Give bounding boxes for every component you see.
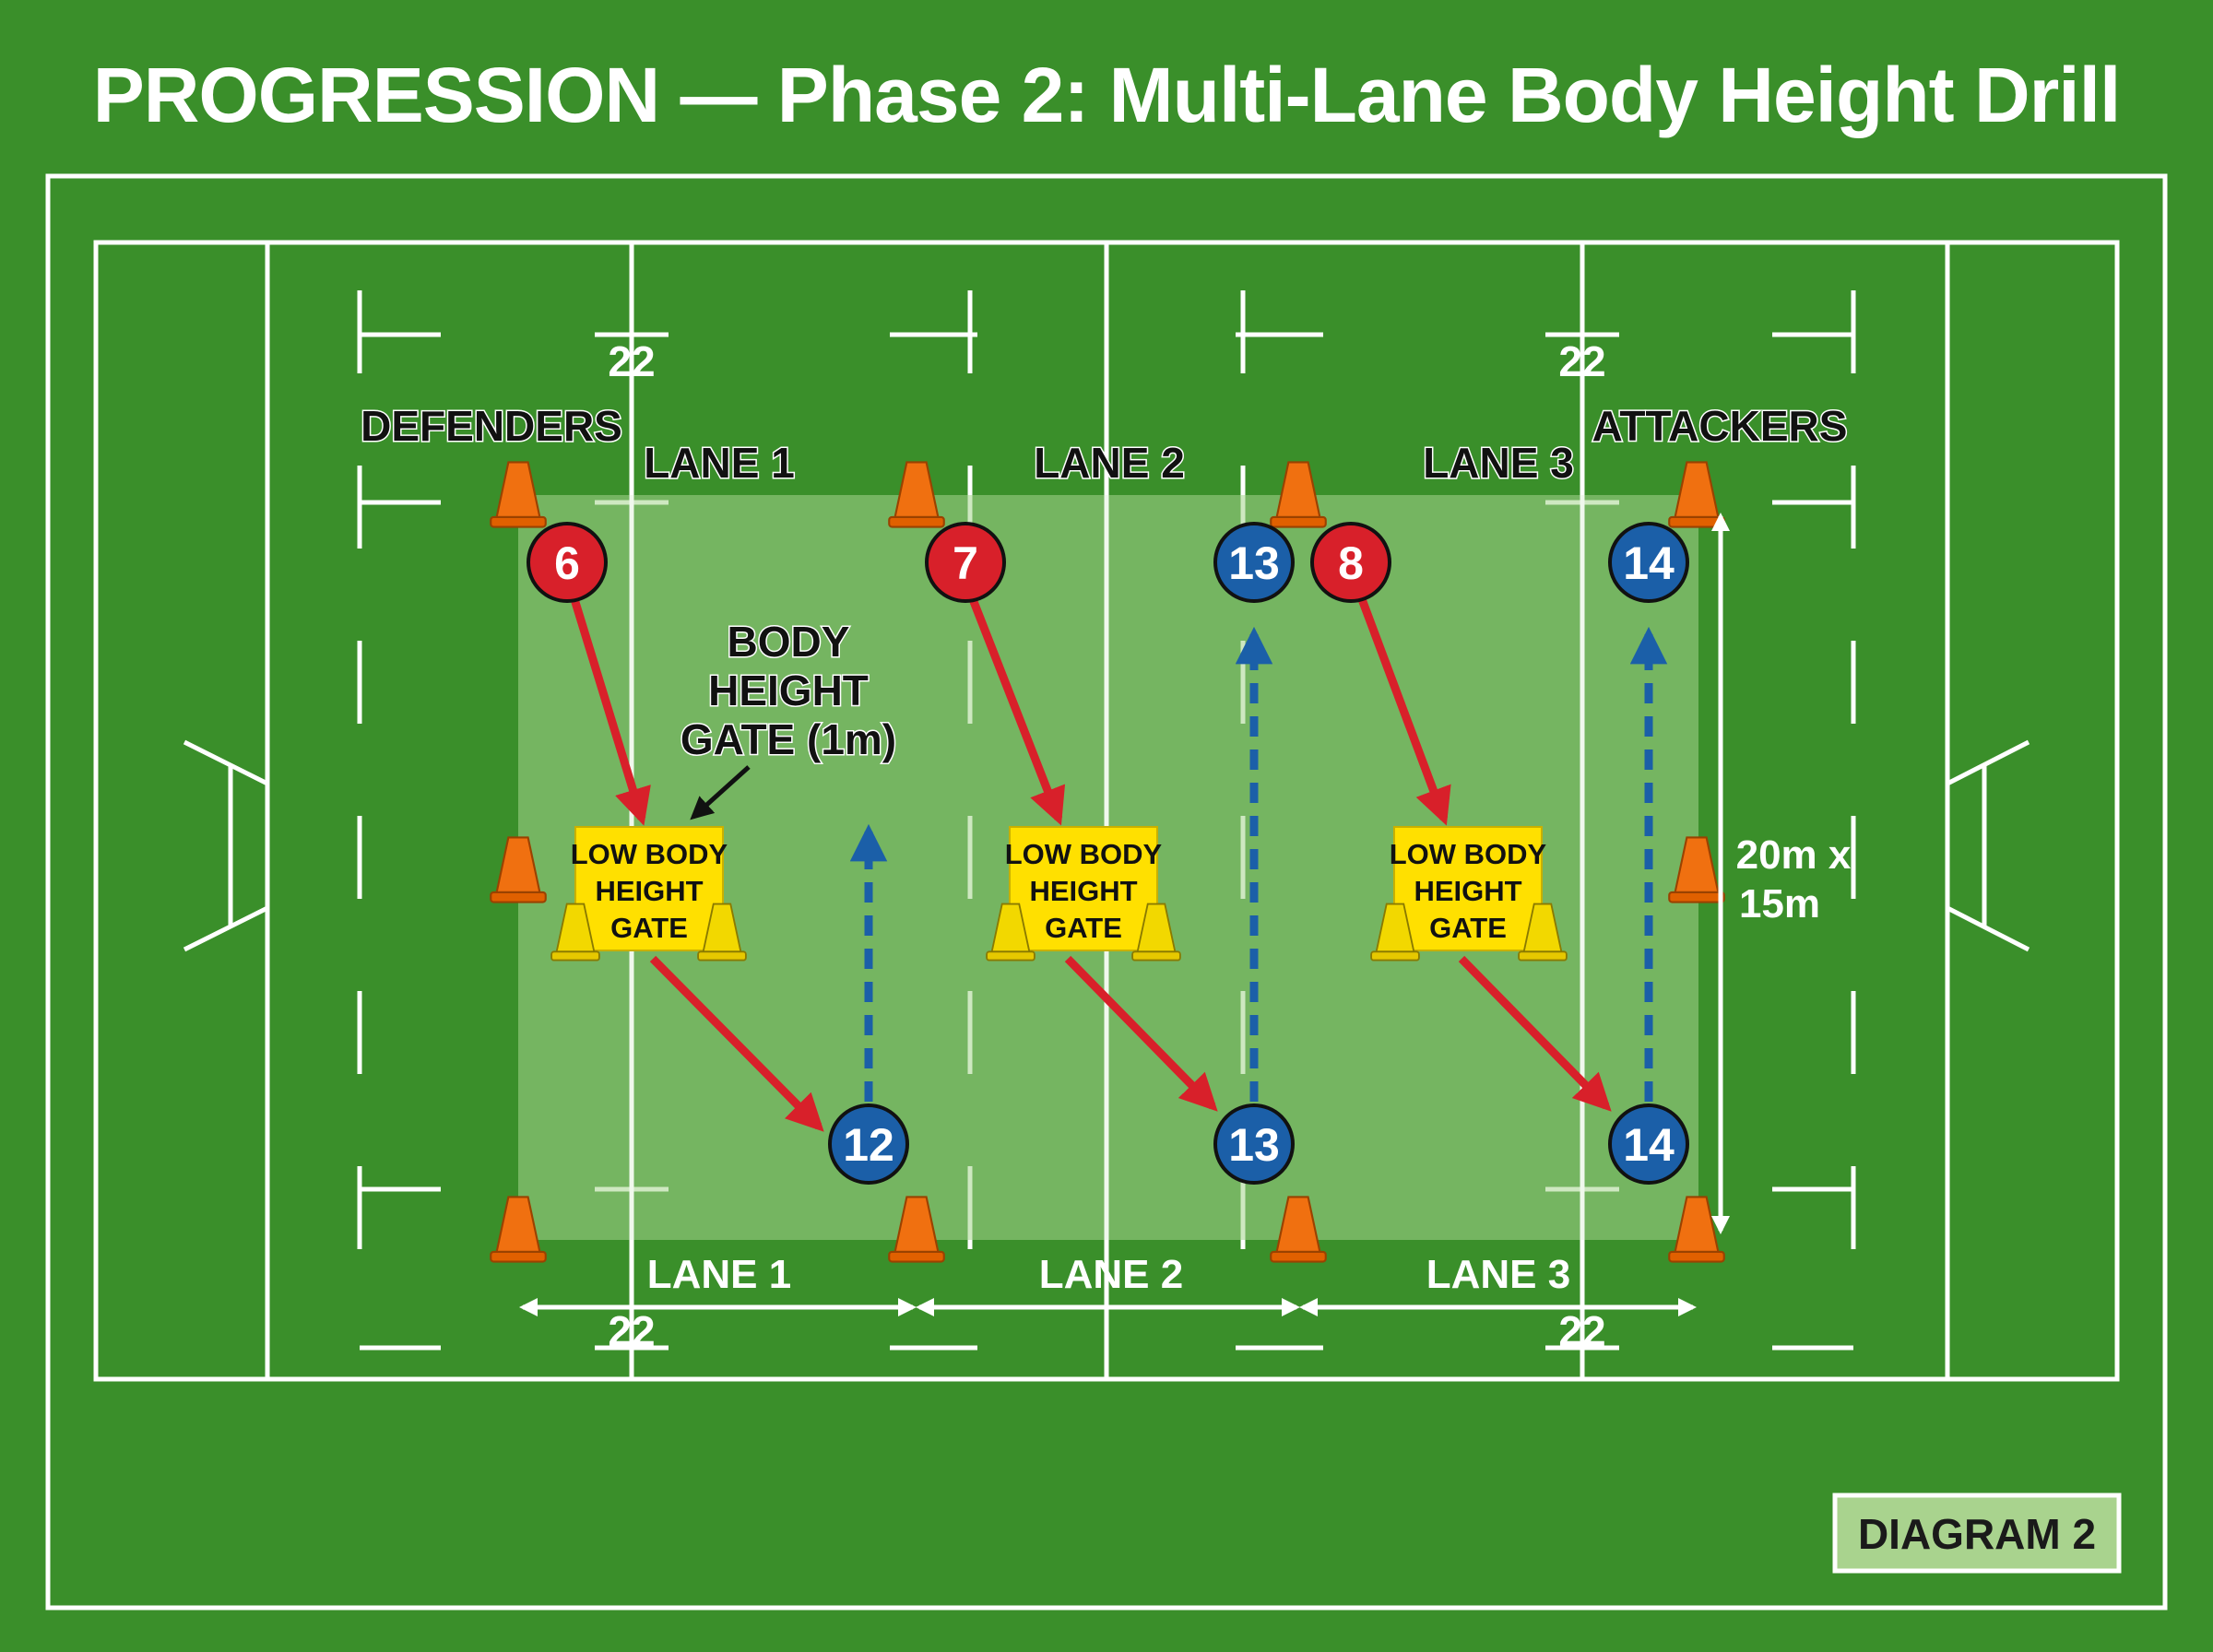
attacker-14-number: 14 [1623,1119,1675,1171]
attacker-14-end-number: 14 [1623,537,1675,589]
gate-3-text-1: LOW BODY [1390,838,1547,870]
gate-1-text-1: LOW BODY [571,838,728,870]
attacker-12: 12 [828,1103,909,1185]
gate-3-text-3: GATE [1429,912,1507,944]
defender-8: 8 [1310,522,1391,603]
defender-7: 7 [925,522,1006,603]
dimension-label-line-2: 15m [1739,881,1820,926]
22-label-top-right: 22 [1558,337,1605,385]
defender-7-run-to-attacker [1064,955,1218,1112]
defender-7-number: 7 [953,537,978,589]
defender-6: 6 [527,522,608,603]
diagram-tag: DIAGRAM 2 [1858,1510,2096,1558]
goal-posts-right [1946,739,2030,952]
gate-3-sign [1393,826,1543,951]
gate-2: LOW BODY HEIGHT GATE [986,826,1181,962]
gate-1-text-2: HEIGHT [595,875,703,907]
22-label-top-left: 22 [608,337,655,385]
attacker-12-number: 12 [843,1119,894,1171]
gate-1: LOW BODY HEIGHT GATE [550,826,747,962]
goal-posts-left [183,739,270,952]
attacker-13-number: 13 [1228,1119,1280,1171]
gate-2-text-1: LOW BODY [1005,838,1163,870]
defender-runs [570,597,1612,1132]
dimension-label-line-1: 20m x [1736,832,1852,878]
attackers-label: ATTACKERS [1592,402,1848,450]
defender-6-number: 6 [554,537,580,589]
defenders-label: DEFENDERS [361,402,622,450]
defender-7-run-to-gate [968,597,1066,826]
22-label-bottom-left: 22 [608,1307,655,1355]
page-title: PROGRESSION — Phase 2: Multi-Lane Body H… [93,52,2121,138]
gate-3-text-2: HEIGHT [1414,875,1521,907]
lane-1-label-bottom: LANE 1 [647,1252,791,1297]
defender-8-run-to-gate [1357,597,1451,826]
attacker-13: 13 [1213,1103,1295,1185]
attacker-runs [849,626,1668,1102]
lane-3-label-top: LANE 3 [1423,439,1574,487]
attacker-14: 14 [1608,1103,1689,1185]
gate-callout-line-3: GATE (1m) [680,715,896,763]
gate-1-text-3: GATE [610,912,688,944]
gate-callout-arrow [690,765,751,820]
gate-2-text-2: HEIGHT [1029,875,1137,907]
gate-3: LOW BODY HEIGHT GATE [1370,826,1568,962]
attacker-14-end: 14 [1608,522,1689,603]
22-label-bottom-right: 22 [1558,1307,1605,1355]
lane-2-label-bottom: LANE 2 [1039,1252,1183,1297]
outer-boundary [45,173,2168,1611]
defender-6-run-to-attacker [649,955,824,1132]
diagram-tag-box [1832,1493,2122,1574]
lane-1-label-top: LANE 1 [644,439,795,487]
defender-8-number: 8 [1338,537,1364,589]
defender-8-run-to-attacker [1458,955,1612,1112]
attacker-13-end: 13 [1213,522,1295,603]
lane-2-label-top: LANE 2 [1034,439,1185,487]
gate-1-sign [574,826,724,951]
defender-6-run-to-gate [570,597,651,826]
gate-2-text-3: GATE [1045,912,1122,944]
gate-callout-line-1: BODY [728,618,850,666]
gate-callout-line-2: HEIGHT [708,667,869,714]
gate-2-sign [1009,826,1158,951]
lane-3-label-bottom: LANE 3 [1426,1252,1570,1297]
attacker-13-end-number: 13 [1228,537,1280,589]
